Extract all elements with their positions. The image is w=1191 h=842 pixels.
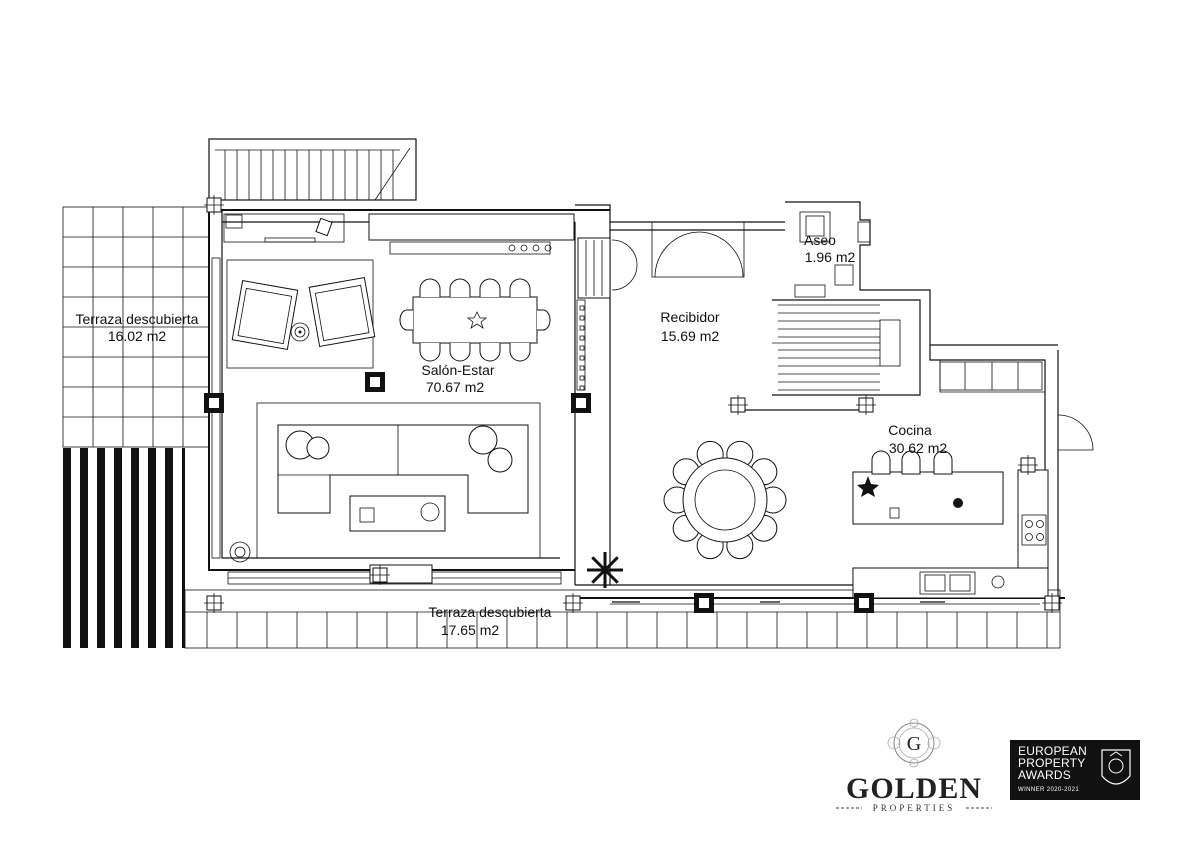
exterior-walls [208, 200, 1065, 610]
room-name-salon: Salón-Estar [421, 362, 494, 378]
room-area-salon: 70.67 m2 [426, 379, 485, 395]
plant [587, 552, 623, 588]
award-winner: WINNER 2020-2021 [1018, 787, 1080, 793]
room-area-cocina: 30.62 m2 [889, 440, 948, 456]
room-area-terraza-bottom: 17.65 m2 [441, 622, 500, 638]
room-name-cocina: Cocina [888, 422, 932, 438]
logo-name: GOLDEN [846, 772, 982, 805]
room-area-aseo: 1.96 m2 [805, 249, 856, 265]
shoe-cabinet [577, 237, 611, 299]
award-crest-icon [1101, 749, 1131, 785]
rect-dining-table [399, 278, 551, 362]
room-labels: Terraza descubierta 16.02 m2 Salón-Estar… [76, 232, 948, 638]
room-name-terraza-bottom: Terraza descubierta [429, 604, 552, 620]
living-cabinets [223, 213, 575, 255]
room-name-aseo: Aseo [804, 232, 836, 248]
award-line-3: AWARDS [1018, 768, 1071, 782]
round-dining-table [663, 440, 787, 560]
room-area-terraza-left: 16.02 m2 [108, 328, 167, 344]
bottom-terrace-tiles [184, 589, 1061, 649]
kitchen-bench [939, 361, 1043, 391]
logo-subtitle: PROPERTIES [873, 803, 955, 813]
logo-monogram: G [907, 733, 921, 755]
left-terrace-tiles [62, 206, 210, 448]
entrance-doors [611, 221, 745, 291]
interior-stairs [735, 299, 921, 411]
aseo-fixtures [794, 211, 871, 298]
logo-ornament [887, 718, 941, 768]
european-property-awards-badge: EUROPEAN PROPERTY AWARDS WINNER 2020-202… [1010, 740, 1140, 800]
room-name-terraza-left: Terraza descubierta [76, 311, 199, 327]
award-line-1: EUROPEAN [1018, 744, 1087, 758]
room-area-recibidor: 15.69 m2 [661, 328, 720, 344]
kitchen-island [852, 450, 1004, 525]
award-line-2: PROPERTY [1018, 756, 1086, 770]
side-door [1057, 414, 1094, 451]
exterior-stairs [208, 138, 417, 201]
sofa-area [229, 402, 541, 563]
structural-columns [204, 195, 1062, 613]
living-rug [226, 259, 376, 369]
room-name-recibidor: Recibidor [660, 309, 719, 325]
golden-properties-logo: G GOLDEN PROPERTIES [832, 718, 997, 818]
kitchen-counter [852, 469, 1049, 599]
left-terrace-stripes [63, 448, 185, 648]
partition-column [576, 299, 586, 391]
